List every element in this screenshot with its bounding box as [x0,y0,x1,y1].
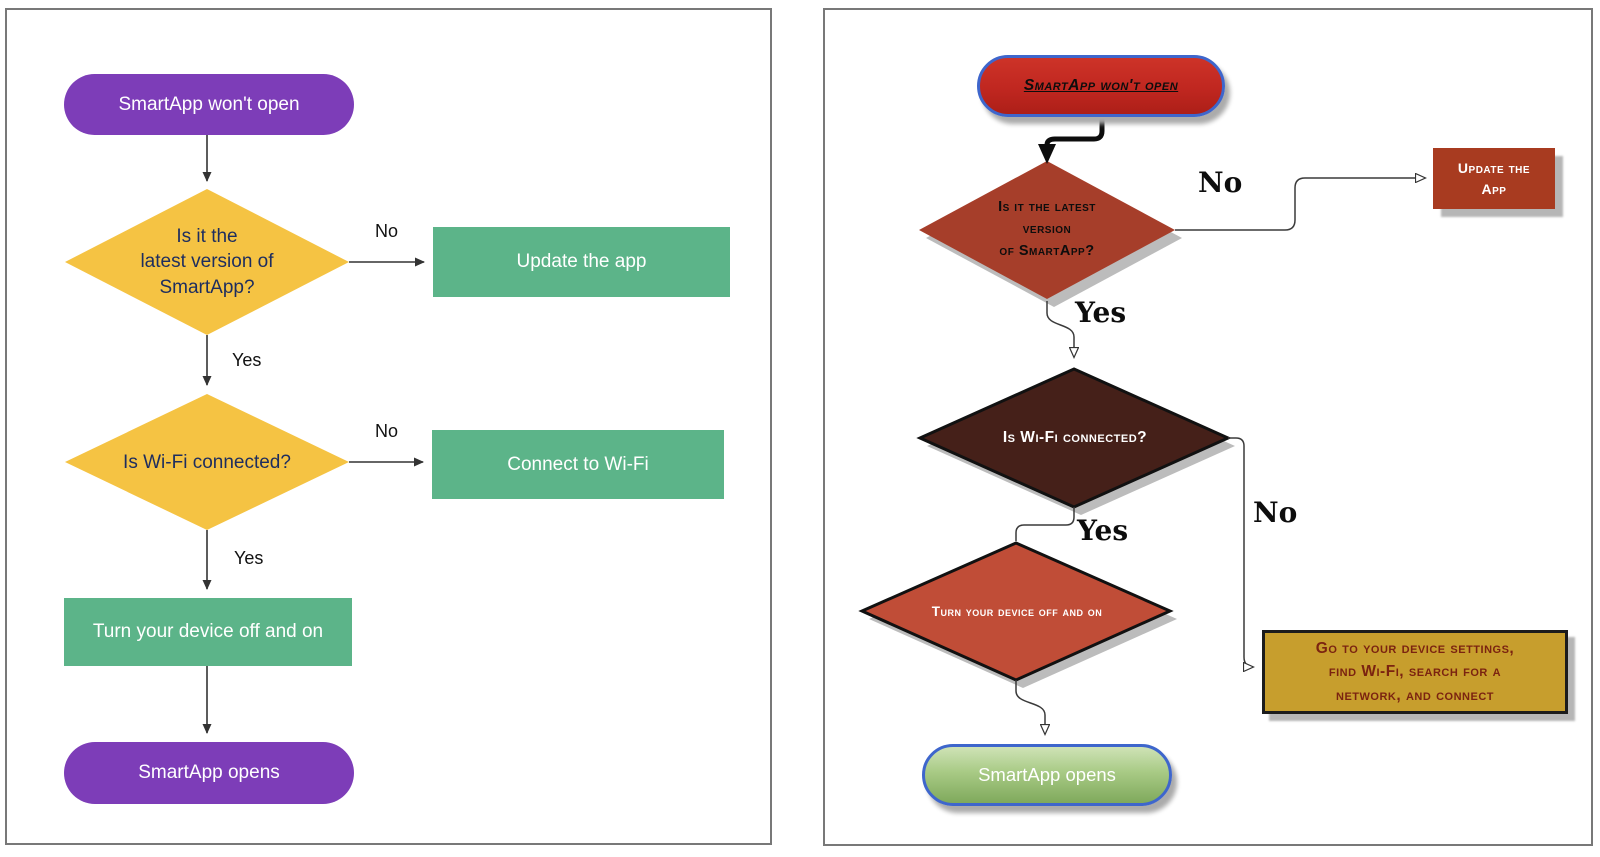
flowchart-panel-sketch: SmartApp won't open Is it the latest ver… [823,8,1593,846]
edge-start-to-version-sketch [1038,117,1105,164]
edge-version-no-sketch [1175,178,1425,231]
label-no-1: No [375,221,399,241]
label-no-2: No [375,421,399,441]
label-yes-1: Yes [232,350,262,370]
sketch-flowchart-connectors [858,117,1591,844]
process-update-app-sketch: Update the App [1433,148,1555,209]
process-device-settings-sketch: Go to your device settings, find Wi-Fi, … [1262,630,1568,714]
decision-latest-version-shape-sketch [919,161,1175,299]
decision-latest-version-text: Is it the latest version of SmartApp? [140,225,274,298]
decision-restart-text-sketch: Turn your device off and on [931,603,1103,619]
process-update-app: Update the app [433,227,730,297]
edge-wifi-yes-sketch [1015,507,1075,541]
start-terminator-sketch: SmartApp won't open [977,55,1225,117]
process-restart-device: Turn your device off and on [64,598,352,666]
label-no-2-sketch: No [1253,496,1298,529]
label-yes-2-sketch: Yes [1077,514,1129,547]
flowchart-panel-flat: SmartApp won't open Is it the latest ver… [5,8,772,845]
decision-wifi-text: Is Wi-Fi connected? [123,451,291,473]
decision-wifi-text-sketch: Is Wi-Fi connected? [1002,429,1148,447]
edge-version-yes-sketch [1046,301,1074,357]
end-terminator: SmartApp opens [64,742,354,804]
decision-latest-version-shape [65,189,349,335]
label-yes-2: Yes [234,548,264,568]
label-yes-1-sketch: Yes [1075,296,1127,329]
edge-wifi-no-sketch [1228,437,1253,667]
decision-latest-version-text-sketch: Is it the latest version of SmartApp? [998,199,1096,259]
end-terminator-sketch: SmartApp opens [922,744,1172,806]
flat-flowchart-connectors [65,135,425,734]
process-connect-wifi: Connect to Wi-Fi [432,430,724,499]
edge-restart-to-end-sketch [1015,680,1045,734]
decision-wifi-shape [65,394,349,530]
start-terminator: SmartApp won't open [64,74,354,135]
label-no-1-sketch: No [1198,166,1243,199]
